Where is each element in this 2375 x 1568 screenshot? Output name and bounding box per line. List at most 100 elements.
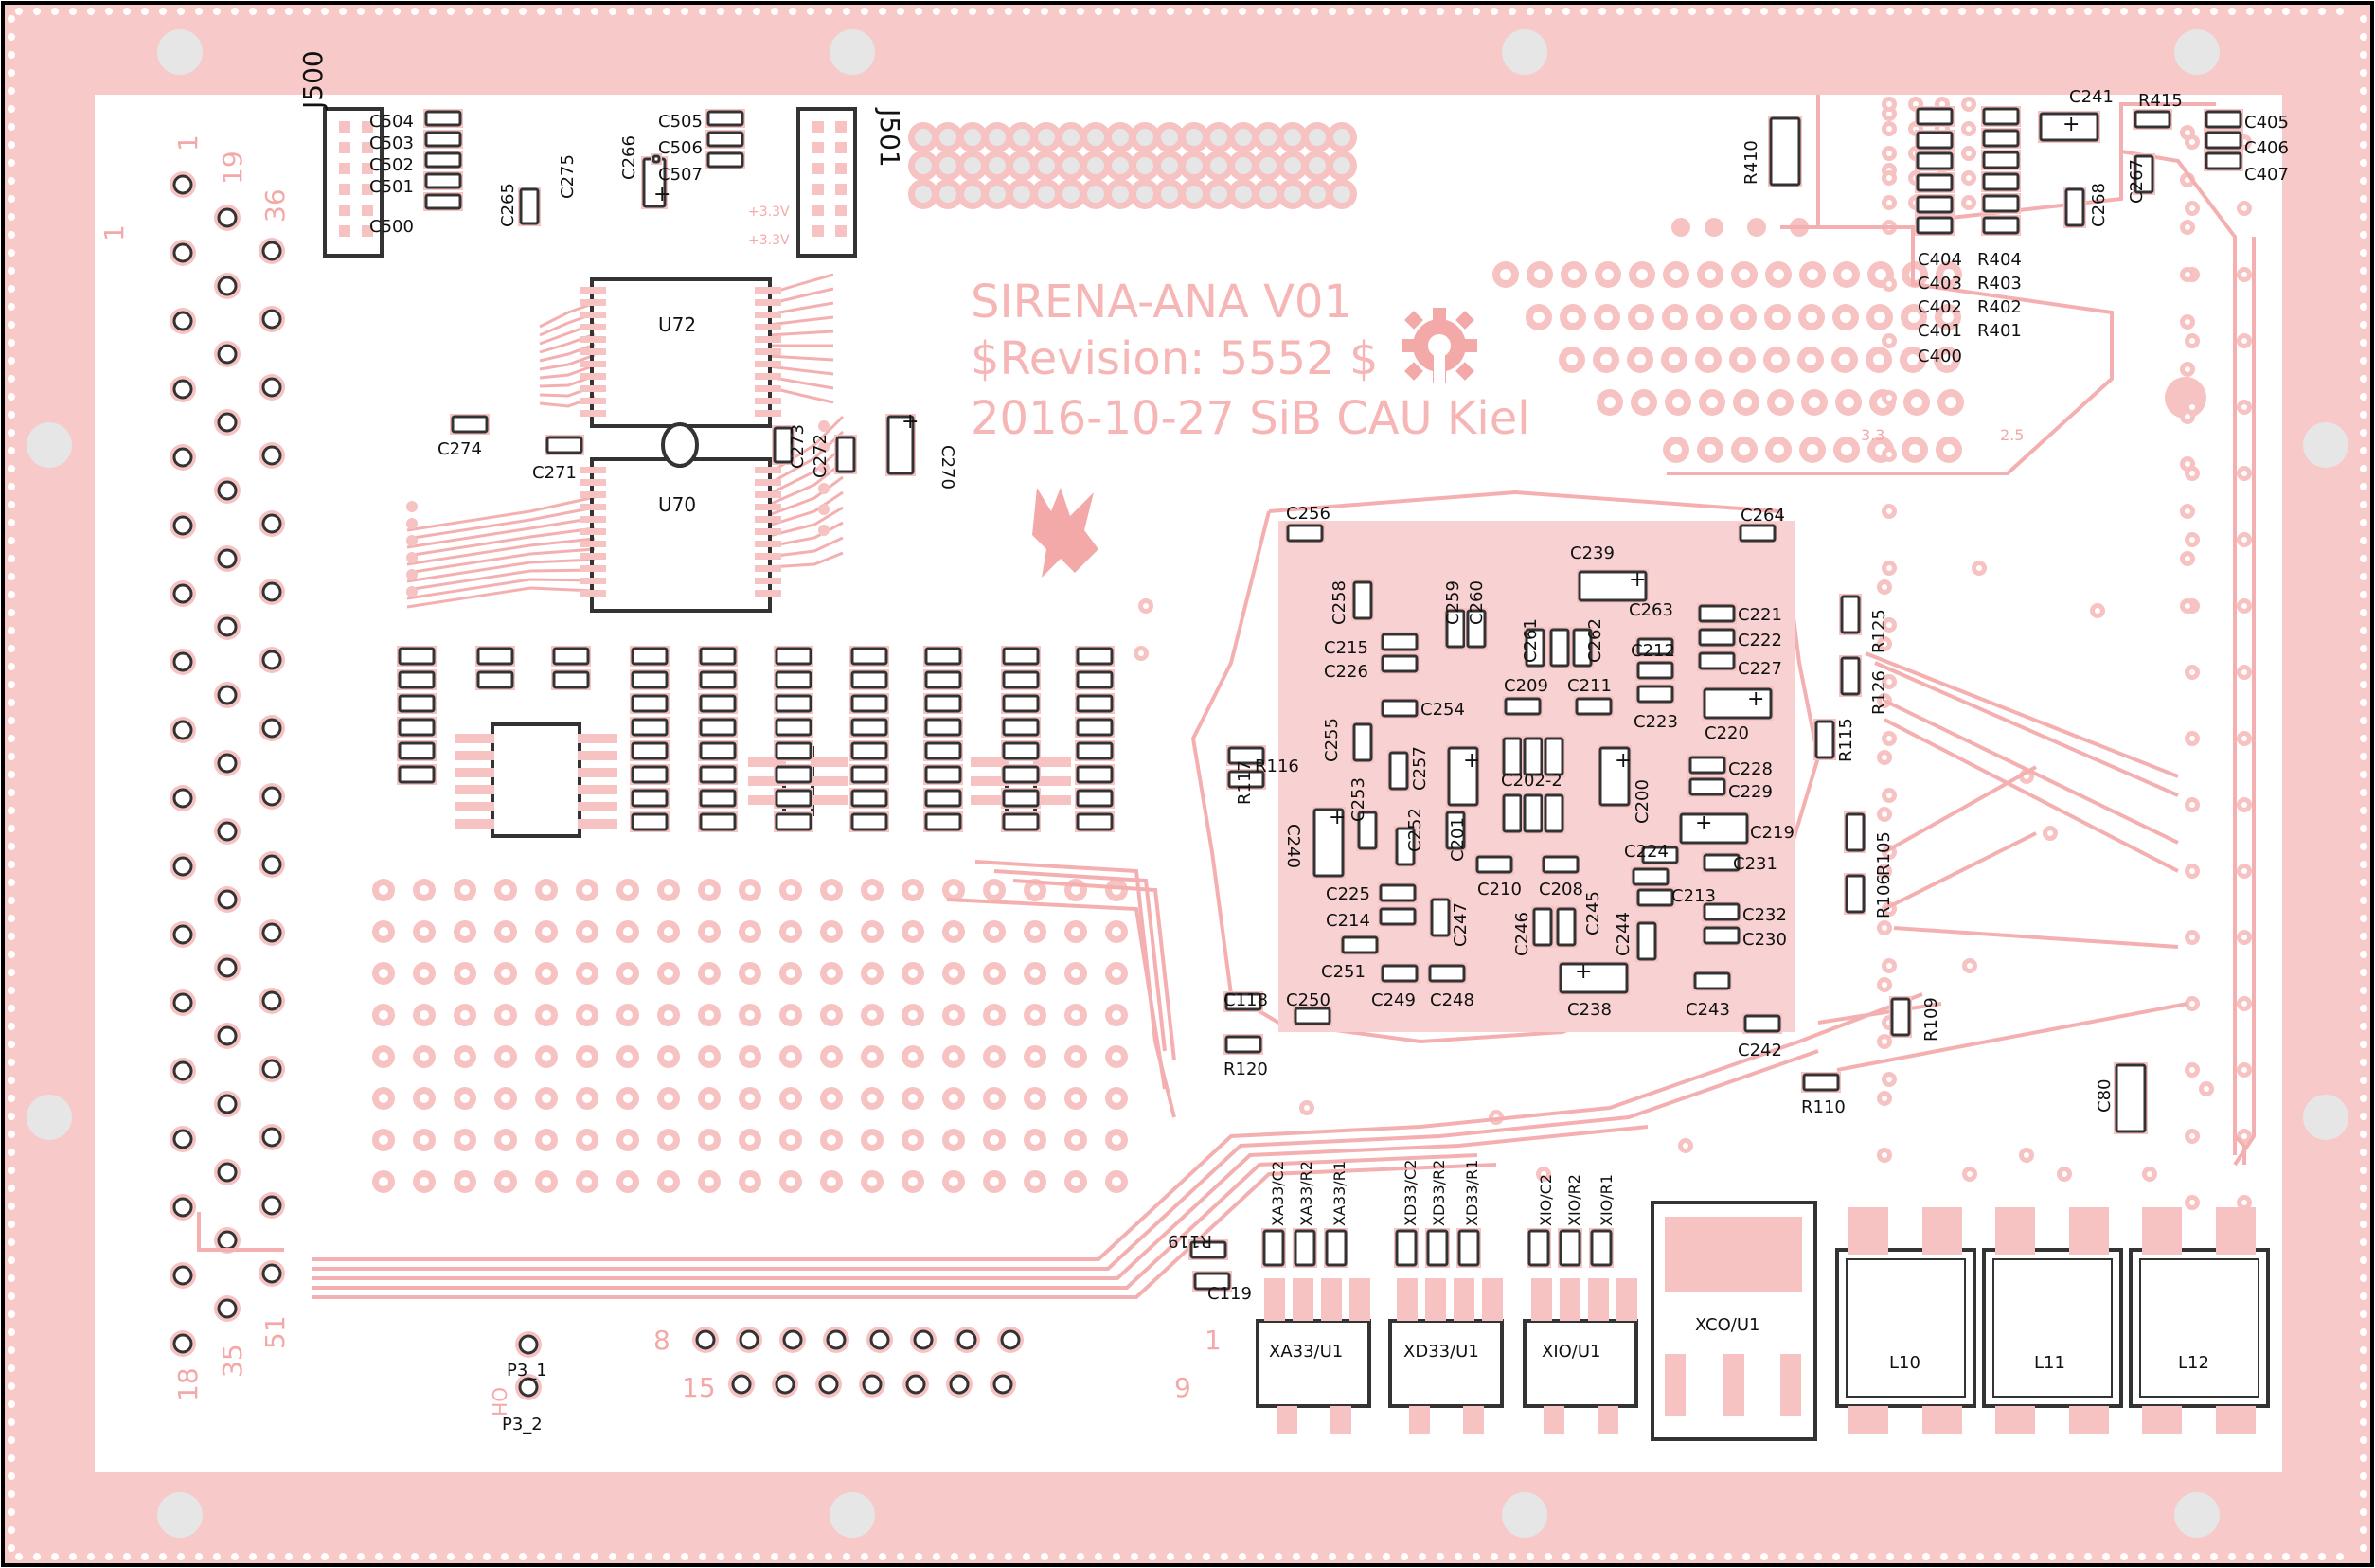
ref-c208: C208 (1539, 880, 1583, 900)
ref-c255: C255 (1322, 718, 1342, 762)
ref-r106: R106 (1874, 874, 1894, 918)
ref-c80: C80 (2095, 1079, 2115, 1113)
ref-c251: C251 (1321, 962, 1366, 982)
ref-xd33-r1: XD33/R1 (1463, 1160, 1481, 1226)
label-3v3-a: +3.3V (748, 205, 790, 220)
ref-c256: C256 (1286, 504, 1330, 524)
ref-c230: C230 (1742, 930, 1787, 950)
ref-c242: C242 (1738, 1041, 1782, 1060)
pin-number-36: 36 (259, 188, 291, 223)
ref-u72: U72 (658, 313, 696, 336)
ref-r125: R125 (1869, 609, 1889, 653)
ref-c232: C232 (1742, 905, 1787, 925)
ref-c244: C244 (1614, 912, 1634, 956)
ref-r126: R126 (1869, 670, 1889, 715)
ref-c229: C229 (1728, 782, 1773, 802)
ref-c219: C219 (1750, 823, 1795, 843)
ref-c406: C406 (2244, 138, 2289, 158)
ref-xa33-c2: XA33/C2 (1269, 1161, 1287, 1226)
ref-c504: C504 (369, 112, 414, 132)
L11-outline (1982, 1248, 2123, 1408)
ref-xio-r2: XIO/R2 (1565, 1174, 1583, 1226)
ref-r415: R415 (2138, 91, 2183, 111)
gear-logo-icon (1402, 308, 1477, 383)
ref-c266: C266 (619, 135, 639, 180)
ref-c402: C402 (1918, 297, 1962, 317)
ref-xio-u1: XIO/U1 (1542, 1342, 1601, 1362)
ref-xa33-r1: XA33/R1 (1330, 1161, 1348, 1226)
ref-l12: L12 (2178, 1353, 2209, 1373)
ref-j501: J501 (874, 107, 905, 168)
J500-outline (323, 107, 384, 258)
pin-number-51: 51 (259, 1315, 291, 1349)
ref-c502: C502 (369, 155, 414, 175)
ref-c239: C239 (1570, 543, 1615, 563)
ref-c262: C262 (1585, 618, 1605, 663)
ref-c212: C212 (1631, 641, 1675, 661)
label-3v3: 3.3 (1861, 426, 1884, 444)
ref-c238: C238 (1567, 1000, 1612, 1020)
ref-p3-1: P3_1 (507, 1361, 547, 1381)
ref-c243: C243 (1686, 1000, 1730, 1020)
ref-c260: C260 (1467, 580, 1487, 625)
svg-text:+: + (1695, 811, 1712, 835)
ref-c503: C503 (369, 134, 414, 153)
ref-r120: R120 (1223, 1060, 1268, 1079)
ref-r119: R119 (1168, 1231, 1212, 1251)
row-number-8: 8 (653, 1325, 670, 1356)
ref-c249: C249 (1371, 990, 1416, 1010)
svg-text:+: + (1629, 568, 1646, 592)
ref-c254: C254 (1420, 700, 1465, 720)
XCO-U1-outline (1651, 1201, 1817, 1441)
ref-c275: C275 (558, 154, 578, 199)
ref-c253: C253 (1348, 777, 1368, 822)
title-line-3: 2016-10-27 SiB CAU Kiel (971, 392, 1530, 445)
ref-r410: R410 (1741, 140, 1761, 185)
traces (197, 95, 2256, 1299)
silkscreen-title-block: SIRENA-ANA V01 $Revision: 5552 $ 2016-10… (971, 276, 1530, 445)
ref-c501: C501 (369, 177, 414, 197)
ref-c240: C240 (1283, 824, 1303, 868)
ic-pads (455, 287, 1071, 829)
smd-components: ++++++++++ (397, 106, 2243, 1292)
ref-c401: C401 (1918, 321, 1962, 341)
ref-c400: C400 (1918, 347, 1962, 366)
pin-number-1: 1 (172, 134, 204, 151)
title-line-2: $Revision: 5552 $ (971, 332, 1379, 385)
ref-c506: C506 (658, 138, 703, 158)
ref-c248: C248 (1430, 990, 1474, 1010)
ref-c220: C220 (1705, 723, 1749, 743)
ref-r401: R401 (1977, 321, 2022, 341)
ref-c259: C259 (1443, 580, 1463, 625)
power-module-pads (1264, 1207, 2256, 1434)
title-line-1: SIRENA-ANA V01 (971, 276, 1352, 329)
ref-l11: L11 (2034, 1353, 2065, 1373)
svg-text:+: + (1747, 687, 1764, 711)
ref-c202-2: C202-2 (1501, 771, 1562, 791)
ref-c265: C265 (498, 183, 518, 227)
ref-c200: C200 (1633, 779, 1652, 824)
label-ohm: OH (488, 1387, 510, 1417)
ref-r109: R109 (1921, 997, 1941, 1042)
ref-c118: C118 (1223, 990, 1268, 1010)
ref-l10: L10 (1889, 1353, 1920, 1373)
ref-c274: C274 (438, 439, 482, 459)
ref-c201: C201 (1448, 817, 1468, 862)
ref-c507: C507 (658, 165, 703, 185)
label-2v5: 2.5 (2000, 426, 2024, 444)
ref-c252: C252 (1405, 808, 1425, 852)
ref-xio-c2: XIO/C2 (1537, 1174, 1555, 1226)
ref-xd33-c2: XD33/C2 (1402, 1160, 1420, 1226)
ref-c247: C247 (1451, 902, 1471, 947)
J501-outline (796, 107, 857, 258)
ref-c272: C272 (811, 434, 830, 478)
L10-outline (1835, 1248, 1976, 1408)
pin-number-35: 35 (217, 1344, 248, 1378)
L12-outline (2129, 1248, 2270, 1408)
ref-c261: C261 (1521, 618, 1541, 663)
svg-text:+: + (902, 410, 919, 434)
ref-c231: C231 (1733, 854, 1777, 874)
pin-number-1-small: 1 (98, 224, 130, 241)
ref-r105: R105 (1874, 831, 1894, 876)
ref-r404: R404 (1977, 250, 2022, 270)
